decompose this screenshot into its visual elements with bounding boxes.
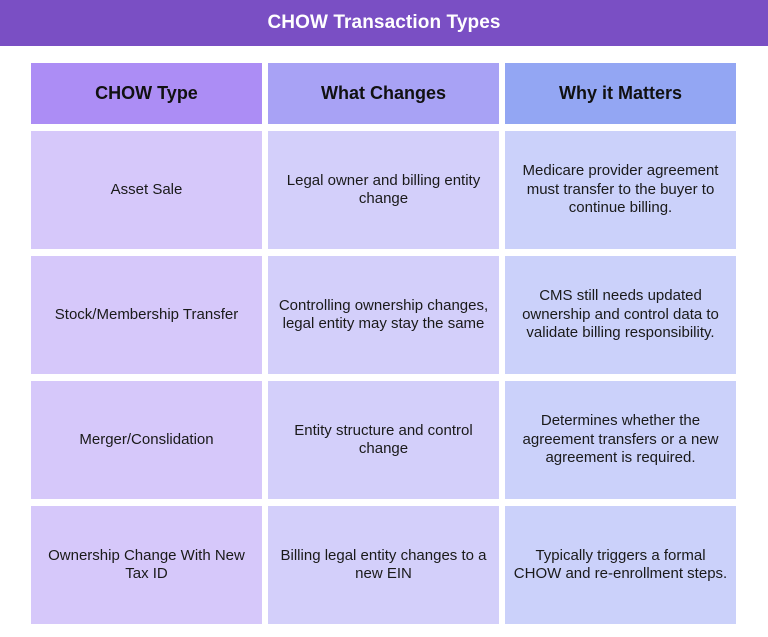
cell-why-it-matters: CMS still needs updated ownership and co… [505,256,736,374]
column-header-what-changes: What Changes [268,63,499,124]
cell-chow-type: Ownership Change With New Tax ID [31,506,262,624]
chow-table: CHOW Type What Changes Why it Matters As… [31,63,736,624]
cell-why-it-matters: Medicare provider agreement must transfe… [505,131,736,249]
cell-why-it-matters: Typically triggers a formal CHOW and re-… [505,506,736,624]
cell-chow-type: Stock/Membership Transfer [31,256,262,374]
cell-what-changes: Legal owner and billing entity change [268,131,499,249]
column-header-why-it-matters: Why it Matters [505,63,736,124]
cell-chow-type: Merger/Conslidation [31,381,262,499]
cell-chow-type: Asset Sale [31,131,262,249]
page-title: CHOW Transaction Types [267,12,501,33]
cell-what-changes: Controlling ownership changes, legal ent… [268,256,499,374]
cell-what-changes: Billing legal entity changes to a new EI… [268,506,499,624]
column-header-chow-type: CHOW Type [31,63,262,124]
cell-why-it-matters: Determines whether the agreement transfe… [505,381,736,499]
cell-what-changes: Entity structure and control change [268,381,499,499]
title-bar: CHOW Transaction Types [0,0,768,46]
